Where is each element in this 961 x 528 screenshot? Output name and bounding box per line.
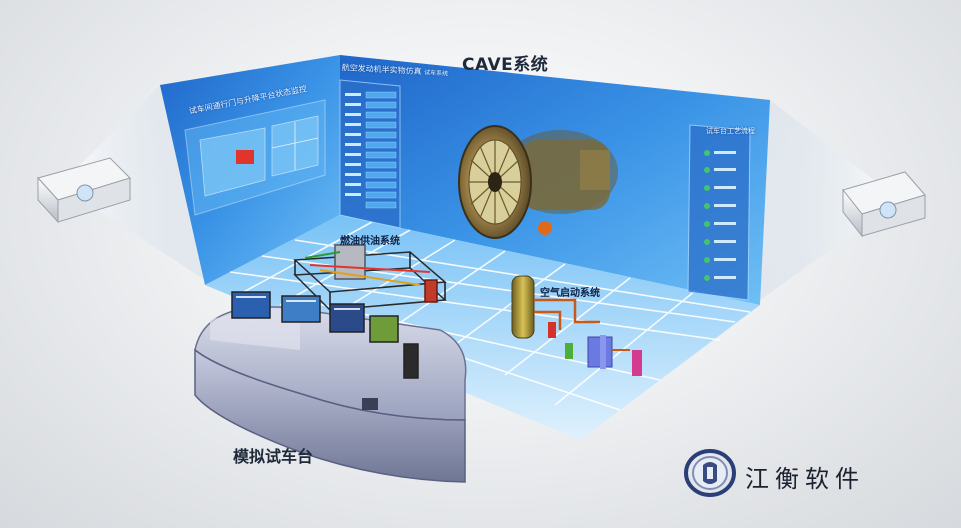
cave-system-label: CAVE系统 bbox=[462, 55, 549, 75]
floor-grid bbox=[229, 221, 751, 411]
door-status-indicator bbox=[236, 150, 254, 164]
brand-name: 江衡软件 bbox=[745, 465, 865, 493]
turbofan-engine-image bbox=[458, 125, 618, 239]
process-flow-panel bbox=[687, 124, 751, 301]
console-keypad bbox=[362, 398, 378, 410]
engine-sim-title-suffix: 试车系统 bbox=[423, 69, 449, 78]
logo-emblem-icon bbox=[684, 449, 736, 497]
air-start-system-model bbox=[511, 275, 642, 376]
simulation-console bbox=[194, 291, 467, 483]
status-list-panel bbox=[339, 79, 401, 229]
door-monitor-panel bbox=[184, 99, 326, 216]
air-start-system-label: 空气启动系统 bbox=[540, 288, 600, 299]
process-flow-title: 试车台工艺流程 bbox=[706, 127, 755, 135]
projector-right bbox=[842, 171, 926, 238]
fuel-system-label: 燃油供油系统 bbox=[340, 236, 400, 247]
projection-beams bbox=[60, 85, 900, 300]
projector-left bbox=[37, 157, 131, 224]
simulation-bench-label: 模拟试车台 bbox=[233, 447, 314, 466]
brand-logo: 江衡软件 bbox=[683, 447, 923, 499]
